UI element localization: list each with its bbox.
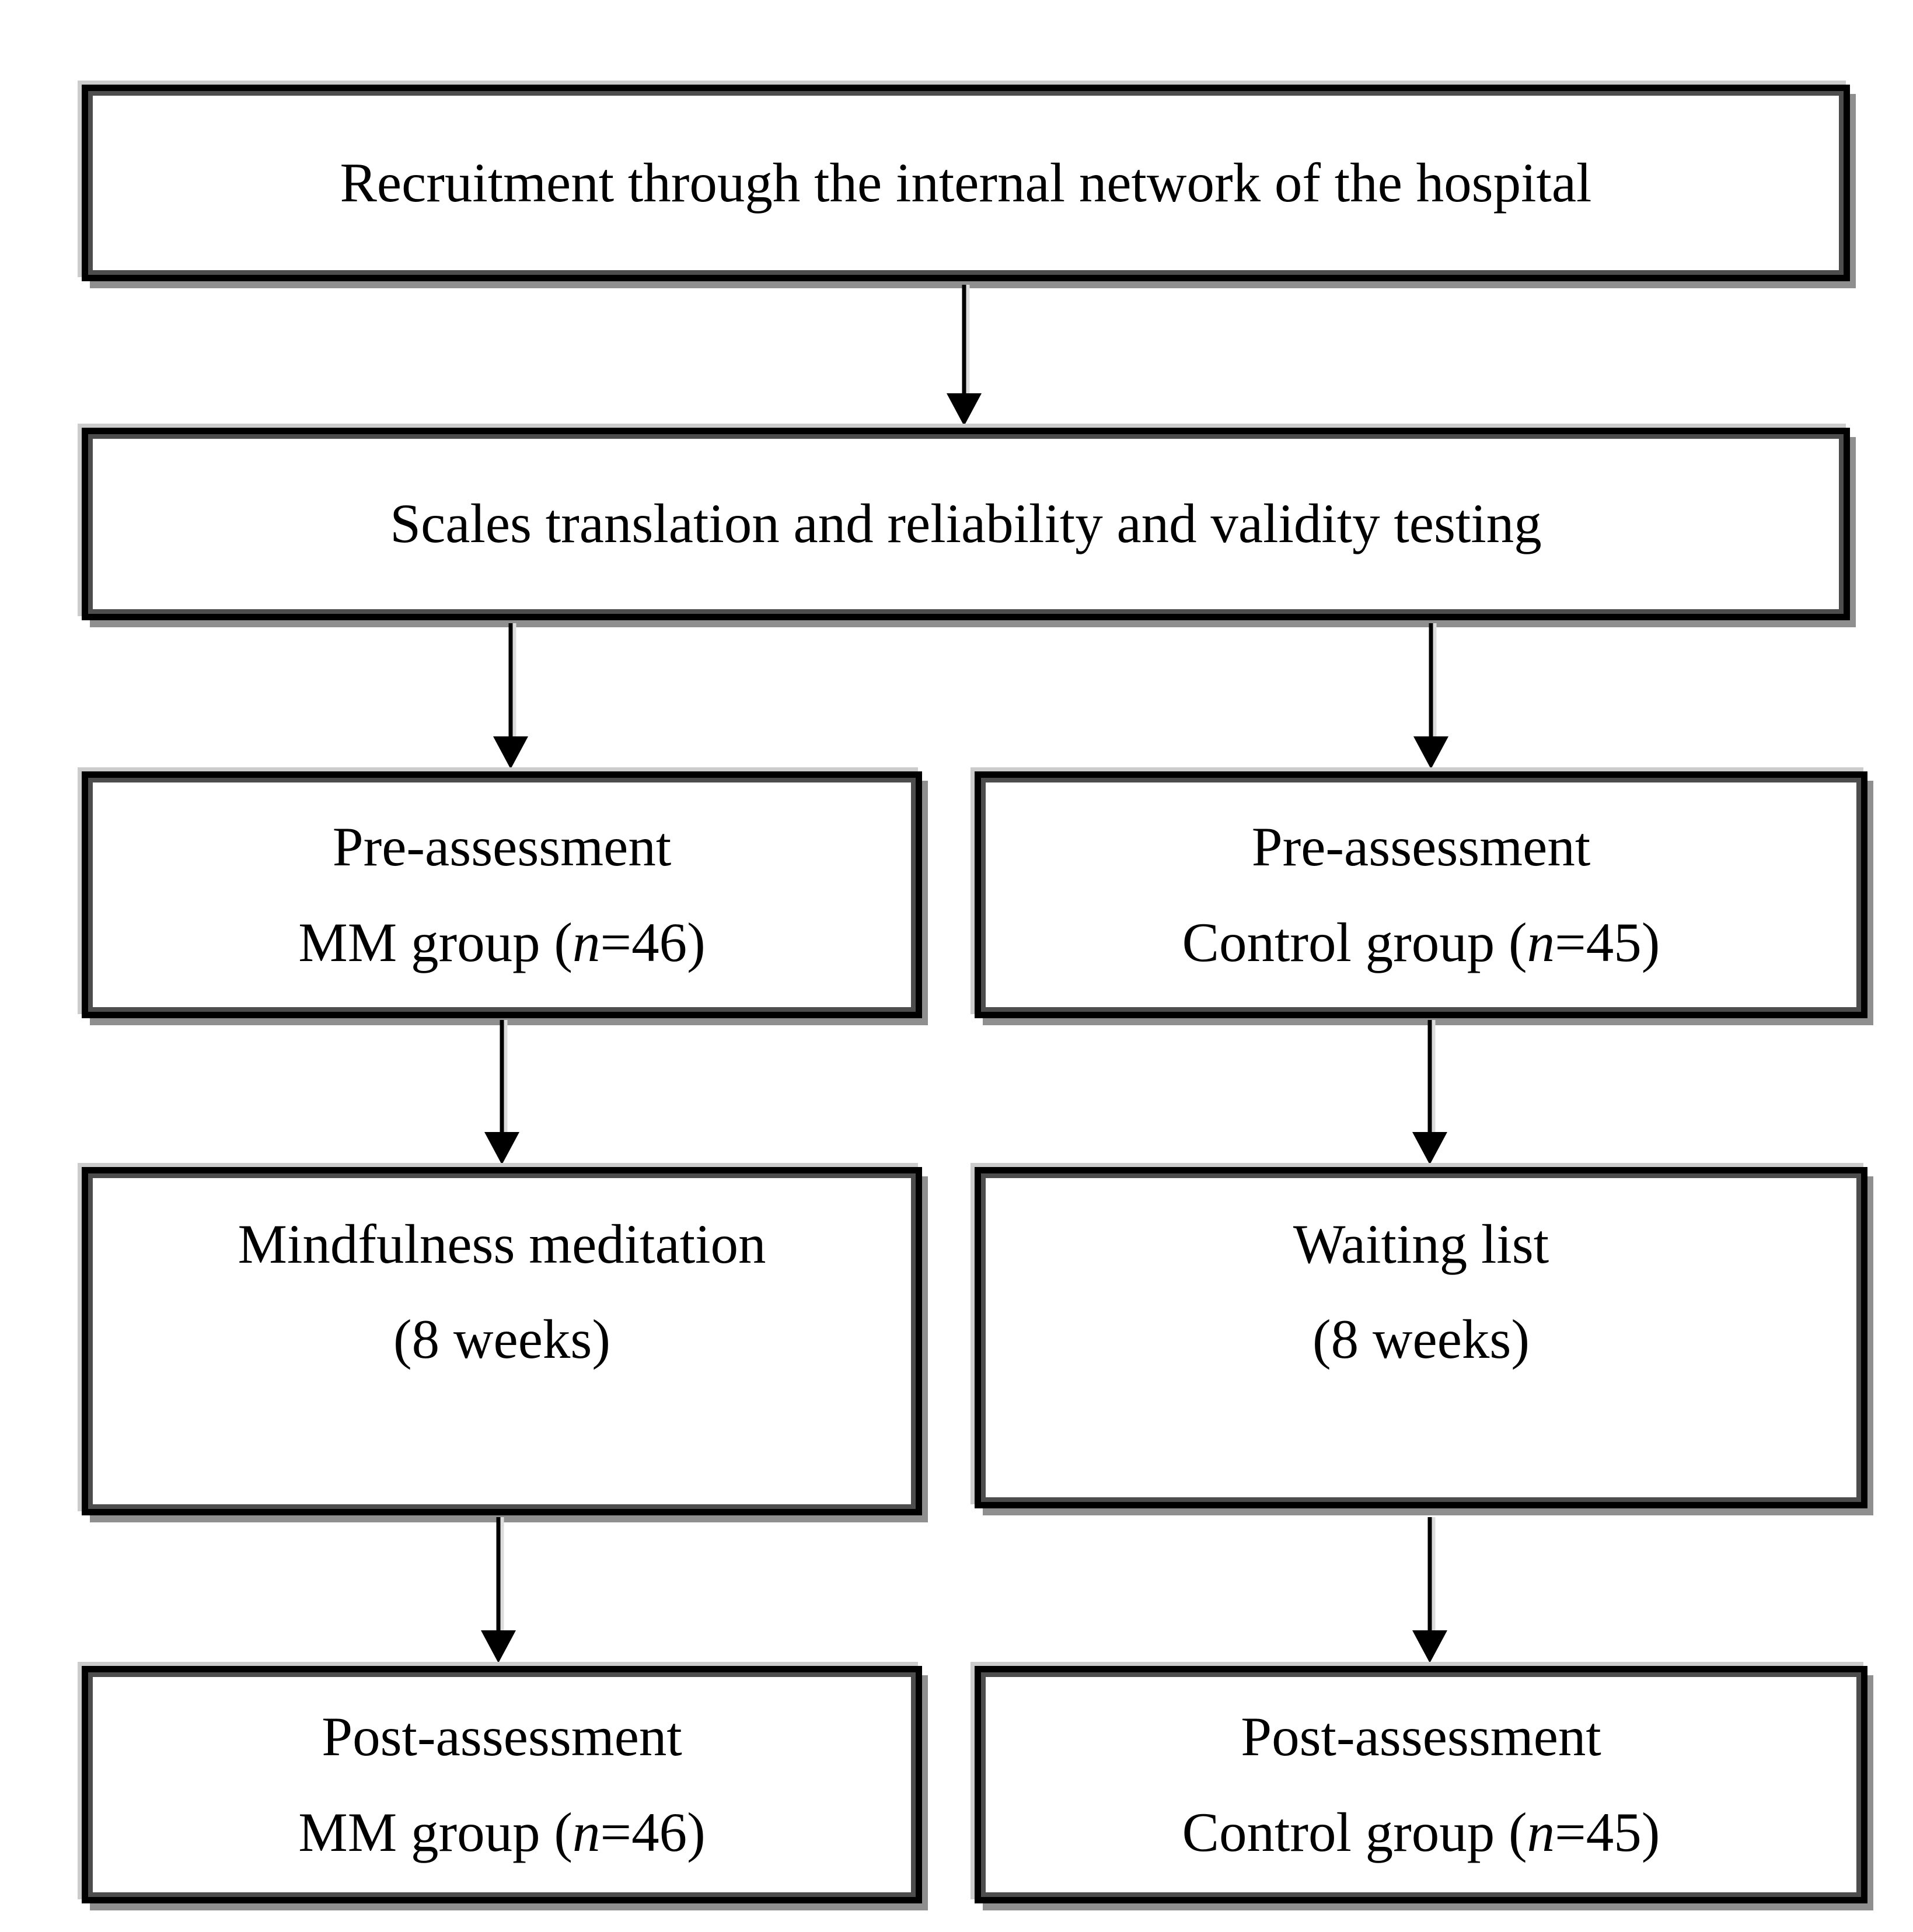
box-recruitment-text: Recruitment through the internal network… — [340, 151, 1592, 214]
arrow-waiting-to-post-control — [1411, 1517, 1448, 1663]
arrow-head-icon — [1412, 1630, 1447, 1663]
arrow-head-icon — [484, 1132, 519, 1165]
box-pre-assessment-control: Pre-assessment Control group (n=45) — [975, 771, 1867, 1018]
post-control-line1: Post-assessment — [1241, 1706, 1601, 1768]
box-post-assessment-control: Post-assessment Control group (n=45) — [975, 1666, 1867, 1903]
arrow-head-icon — [493, 736, 528, 769]
post-mm-group-label: MM group ( — [298, 1801, 572, 1863]
post-control-line2: Control group (n=45) — [1182, 1785, 1660, 1880]
box-waiting-list: Waiting list (8 weeks) — [975, 1167, 1867, 1508]
arrow-shaft — [500, 1020, 504, 1133]
box-pre-assessment-mm: Pre-assessment MM group (n=46) — [82, 771, 922, 1018]
arrow-scales-to-pre-mm — [492, 623, 529, 769]
post-mm-line1: Post-assessment — [322, 1706, 682, 1768]
arrow-pre-mm-to-mindfulness — [483, 1020, 521, 1165]
pre-control-line1: Pre-assessment — [1251, 816, 1591, 878]
pre-control-n-symbol: n — [1527, 911, 1555, 973]
pre-mm-n-symbol: n — [572, 911, 601, 973]
box-scales-text: Scales translation and reliability and v… — [390, 492, 1542, 555]
arrow-shaft — [1427, 1517, 1432, 1631]
post-control-group-label: Control group ( — [1182, 1801, 1527, 1863]
pre-mm-n-value: =46) — [600, 911, 706, 973]
arrow-head-icon — [1412, 1132, 1447, 1165]
post-control-n-symbol: n — [1527, 1801, 1555, 1863]
pre-mm-line2: MM group (n=46) — [298, 895, 705, 990]
box-mindfulness-meditation: Mindfulness meditation (8 weeks) — [82, 1167, 922, 1515]
box-post-assessment-mm: Post-assessment MM group (n=46) — [82, 1666, 922, 1903]
arrow-shaft — [962, 285, 966, 394]
arrow-head-icon — [947, 393, 982, 426]
pre-mm-line1: Pre-assessment — [332, 816, 672, 878]
arrow-head-icon — [1413, 736, 1448, 769]
pre-control-line2: Control group (n=45) — [1182, 895, 1660, 990]
post-mm-n-value: =46) — [600, 1801, 706, 1863]
arrow-head-icon — [481, 1630, 516, 1663]
box-recruitment: Recruitment through the internal network… — [82, 85, 1850, 281]
arrow-recruitment-to-scales — [945, 285, 983, 426]
mindfulness-line1: Mindfulness meditation — [238, 1213, 766, 1275]
box-scales-translation: Scales translation and reliability and v… — [82, 428, 1850, 620]
post-mm-n-symbol: n — [572, 1801, 601, 1863]
pre-mm-group-label: MM group ( — [298, 911, 572, 973]
arrow-scales-to-pre-control — [1412, 623, 1450, 769]
waiting-line2: (8 weeks) — [1312, 1308, 1530, 1371]
pre-control-n-value: =45) — [1555, 911, 1660, 973]
mindfulness-line2: (8 weeks) — [393, 1308, 610, 1371]
post-mm-line2: MM group (n=46) — [298, 1785, 705, 1880]
arrow-pre-control-to-waiting — [1411, 1020, 1448, 1165]
arrow-shaft — [1429, 623, 1433, 738]
post-control-n-value: =45) — [1555, 1801, 1660, 1863]
arrow-mindfulness-to-post-mm — [480, 1517, 517, 1663]
pre-control-group-label: Control group ( — [1182, 911, 1527, 973]
arrow-shaft — [1427, 1020, 1432, 1133]
arrow-shaft — [508, 623, 513, 738]
waiting-line1: Waiting list — [1293, 1213, 1549, 1275]
arrow-shaft — [496, 1517, 501, 1631]
